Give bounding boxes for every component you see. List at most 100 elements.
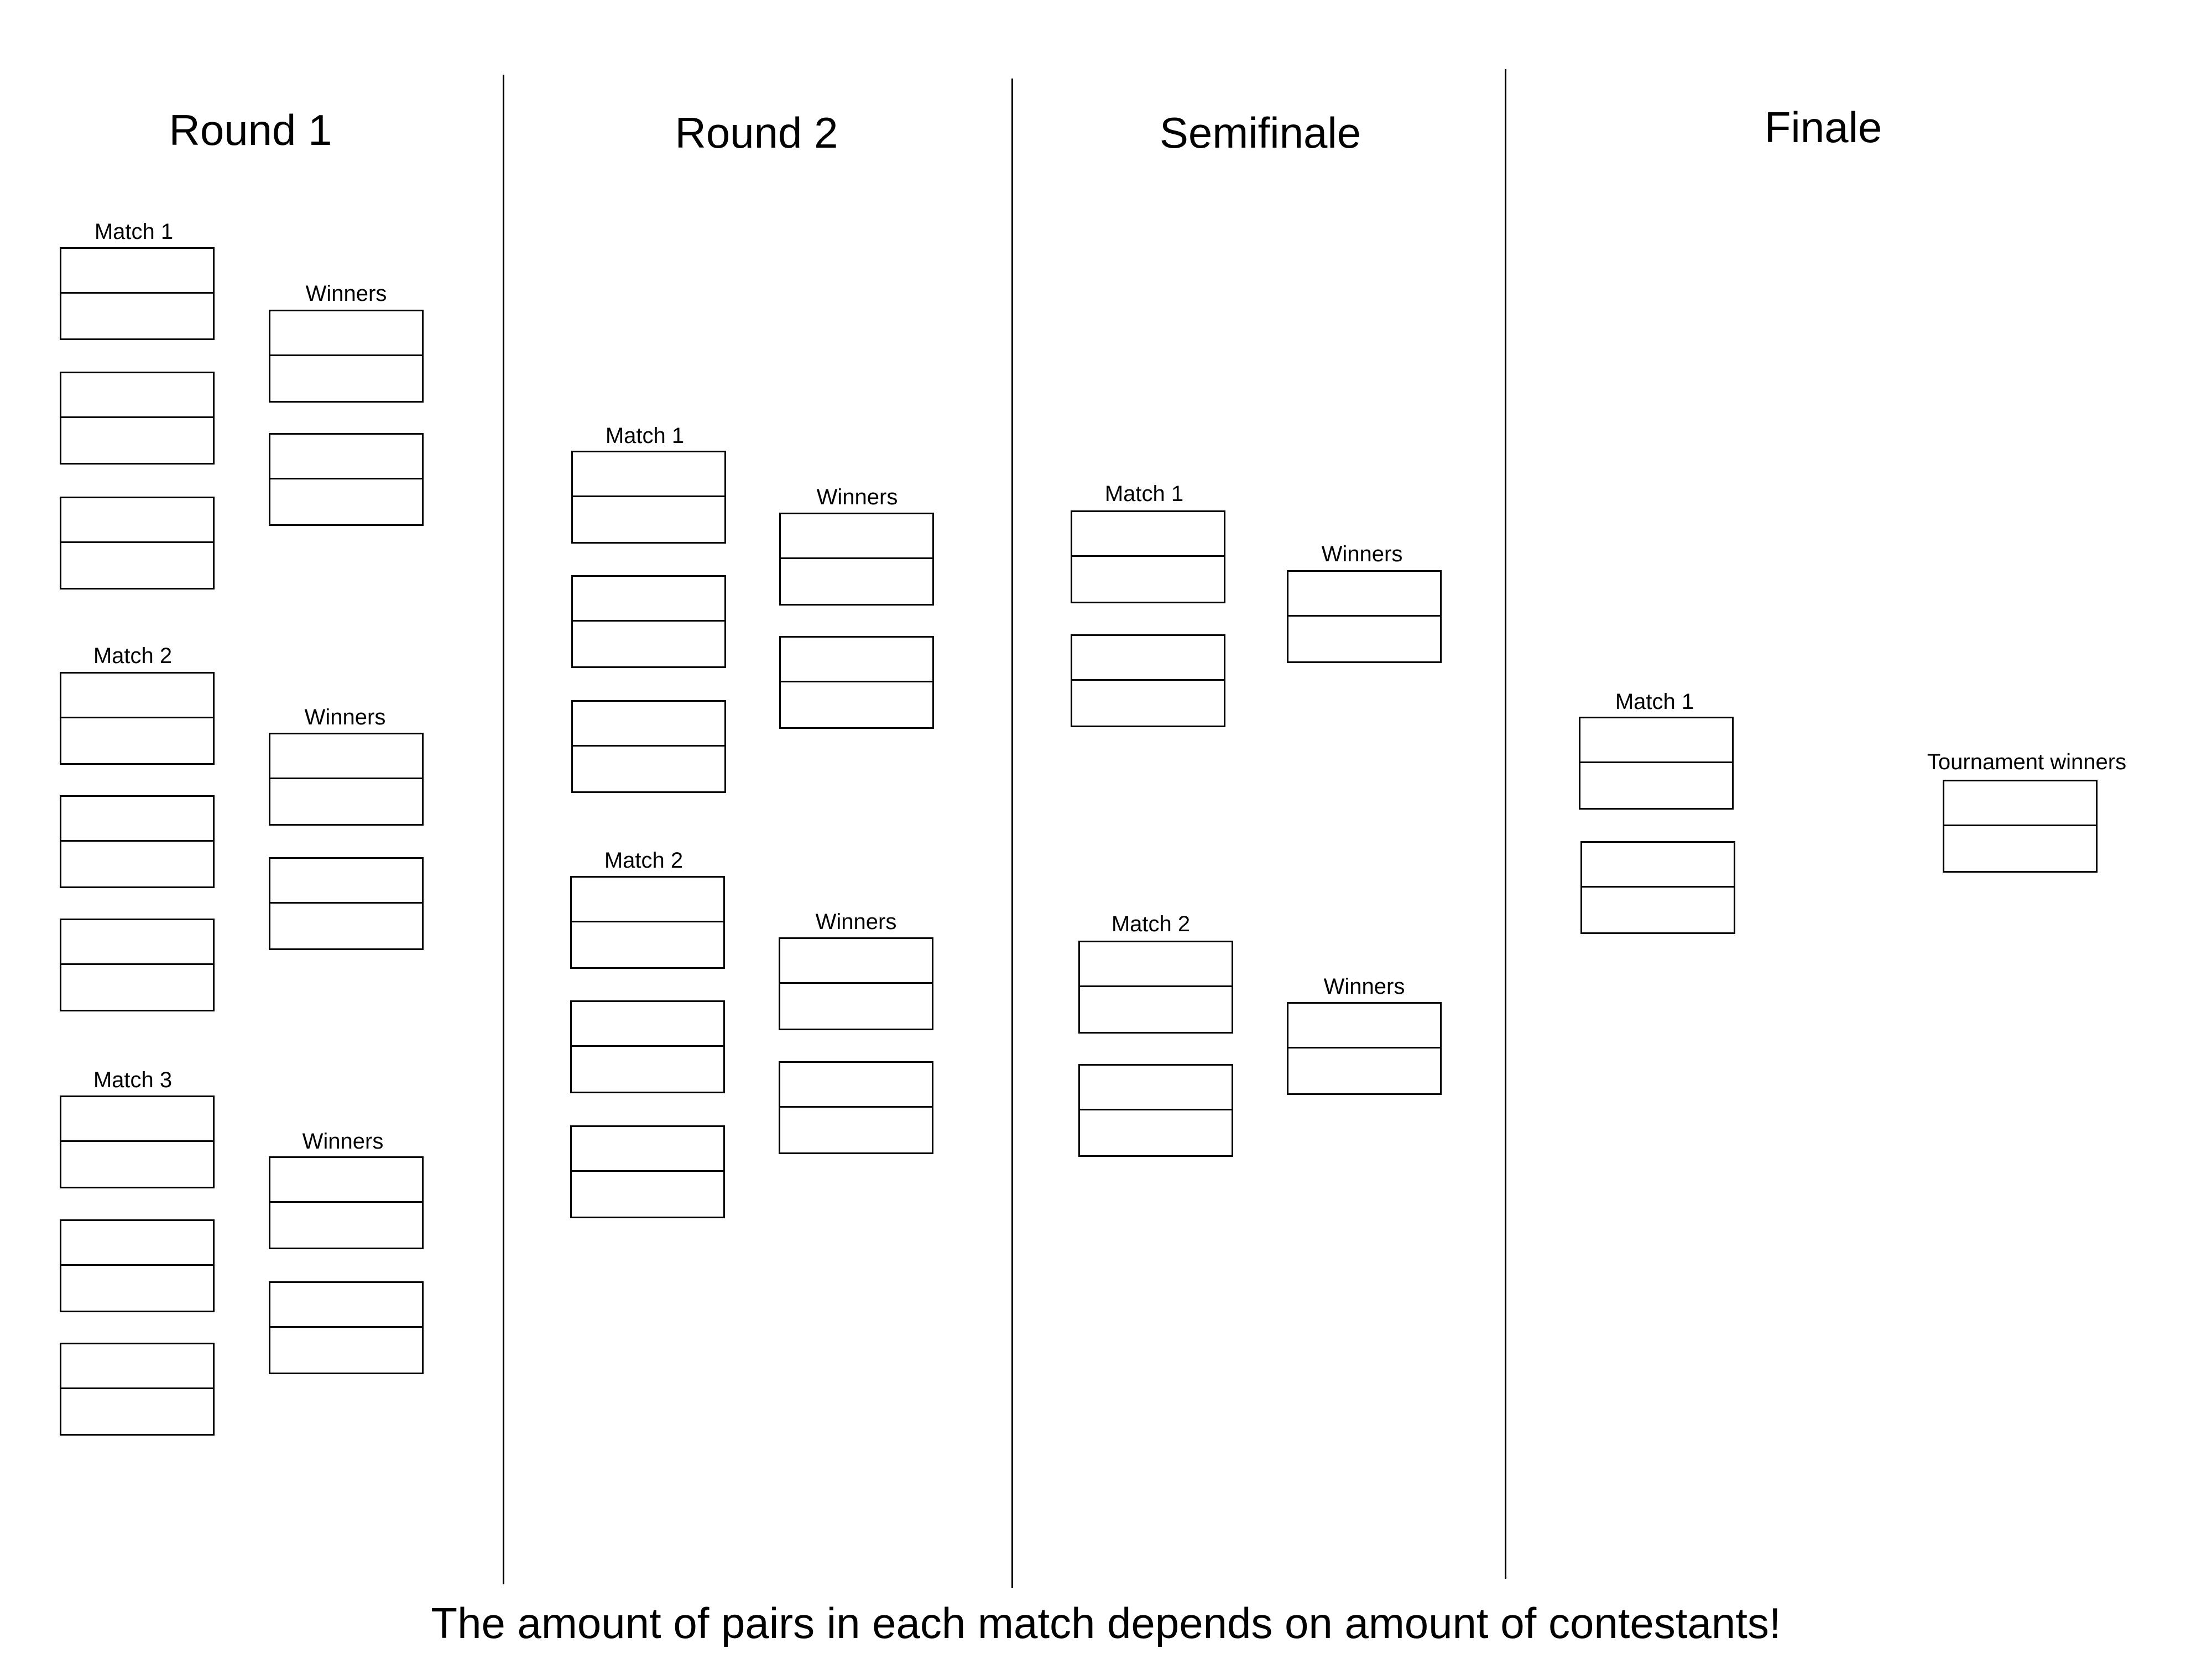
contestant-pair (570, 876, 725, 969)
match-label: Match 1 (605, 424, 685, 448)
contestant-slot[interactable] (61, 842, 213, 886)
winner-slot[interactable] (270, 356, 422, 401)
column-divider (503, 75, 504, 1584)
column-divider (1505, 69, 1506, 1579)
contestant-slot[interactable] (1080, 1110, 1232, 1155)
contestant-slot[interactable] (61, 920, 213, 965)
winner-slot[interactable] (780, 984, 932, 1029)
contestant-slot[interactable] (1072, 557, 1224, 602)
winner-pair (269, 433, 424, 526)
winner-slot[interactable] (780, 939, 932, 984)
contestant-slot[interactable] (61, 498, 213, 543)
winner-slot[interactable] (270, 1283, 422, 1328)
contestant-slot[interactable] (1580, 763, 1732, 808)
winner-pair (1287, 1002, 1442, 1095)
winner-slot[interactable] (270, 779, 422, 824)
contestant-pair (570, 1125, 725, 1218)
winner-pair (269, 857, 424, 950)
column-divider (1011, 79, 1013, 1588)
contestant-slot[interactable] (61, 1389, 213, 1434)
contestant-slot[interactable] (1072, 681, 1224, 726)
winner-slot[interactable] (1944, 781, 2096, 826)
winner-slot[interactable] (270, 435, 422, 479)
winner-slot[interactable] (1288, 1004, 1440, 1048)
contestant-pair (1071, 634, 1225, 727)
winner-slot[interactable] (781, 514, 932, 559)
winner-slot[interactable] (270, 1158, 422, 1203)
contestant-slot[interactable] (61, 965, 213, 1010)
winner-slot[interactable] (1288, 572, 1440, 617)
contestant-slot[interactable] (61, 249, 213, 294)
winner-slot[interactable] (780, 1108, 932, 1152)
match-label: Match 2 (93, 644, 173, 668)
winner-slot[interactable] (1944, 826, 2096, 871)
winner-pair (779, 1061, 933, 1154)
contestant-slot[interactable] (61, 543, 213, 588)
contestant-slot[interactable] (61, 1266, 213, 1311)
winner-pair (269, 1281, 424, 1374)
contestant-slot[interactable] (1072, 512, 1224, 557)
contestant-slot[interactable] (1582, 843, 1734, 888)
contestant-slot[interactable] (61, 418, 213, 463)
winner-slot[interactable] (270, 1328, 422, 1373)
contestant-slot[interactable] (573, 747, 724, 791)
winner-slot[interactable] (270, 479, 422, 524)
contestant-slot[interactable] (573, 452, 724, 497)
contestant-slot[interactable] (1080, 1066, 1232, 1110)
contestant-slot[interactable] (61, 1221, 213, 1266)
winner-slot[interactable] (780, 1063, 932, 1108)
contestant-slot[interactable] (1580, 718, 1732, 763)
tournament-winners-label: Tournament winners (1927, 750, 2127, 774)
contestant-pair (1579, 717, 1734, 810)
contestant-slot[interactable] (61, 1344, 213, 1389)
contestant-slot[interactable] (61, 718, 213, 763)
contestant-pair (60, 1095, 215, 1188)
winner-slot[interactable] (270, 1203, 422, 1248)
winner-pair (1287, 570, 1442, 663)
contestant-slot[interactable] (572, 1172, 723, 1217)
contestant-slot[interactable] (61, 674, 213, 718)
winners-label: Winners (815, 910, 897, 934)
contestant-pair (1078, 1064, 1233, 1157)
winner-slot[interactable] (1288, 1048, 1440, 1093)
contestant-slot[interactable] (572, 878, 723, 922)
winner-slot[interactable] (781, 638, 932, 682)
winner-slot[interactable] (270, 734, 422, 779)
match-label: Match 1 (1104, 482, 1184, 506)
round-title: Round 1 (169, 106, 332, 154)
contestant-slot[interactable] (61, 373, 213, 418)
contestant-slot[interactable] (1072, 636, 1224, 681)
contestant-pair (1071, 510, 1225, 603)
round-title: Finale (1764, 103, 1882, 152)
contestant-pair (60, 672, 215, 765)
contestant-slot[interactable] (573, 497, 724, 542)
contestant-slot[interactable] (572, 1127, 723, 1172)
winner-pair (269, 310, 424, 403)
contestant-slot[interactable] (572, 1047, 723, 1092)
contestant-slot[interactable] (1582, 888, 1734, 932)
contestant-pair (60, 1219, 215, 1312)
contestant-slot[interactable] (1080, 987, 1232, 1032)
match-label: Match 1 (94, 220, 174, 244)
winner-slot[interactable] (270, 311, 422, 356)
contestant-pair (1078, 941, 1233, 1034)
contestant-slot[interactable] (61, 1097, 213, 1142)
contestant-slot[interactable] (61, 294, 213, 338)
round-title: Semifinale (1159, 108, 1361, 157)
contestant-slot[interactable] (573, 622, 724, 666)
winner-slot[interactable] (270, 859, 422, 904)
winner-slot[interactable] (781, 559, 932, 604)
contestant-slot[interactable] (572, 1002, 723, 1047)
winner-slot[interactable] (270, 904, 422, 948)
winner-pair (779, 636, 934, 729)
contestant-slot[interactable] (572, 922, 723, 967)
winner-slot[interactable] (1288, 617, 1440, 661)
contestant-slot[interactable] (61, 797, 213, 842)
contestant-slot[interactable] (1080, 942, 1232, 987)
contestant-pair (60, 497, 215, 589)
contestant-slot[interactable] (61, 1142, 213, 1187)
contestant-slot[interactable] (573, 577, 724, 622)
contestant-slot[interactable] (573, 702, 724, 747)
match-label: Match 2 (604, 848, 684, 873)
winner-slot[interactable] (781, 682, 932, 727)
